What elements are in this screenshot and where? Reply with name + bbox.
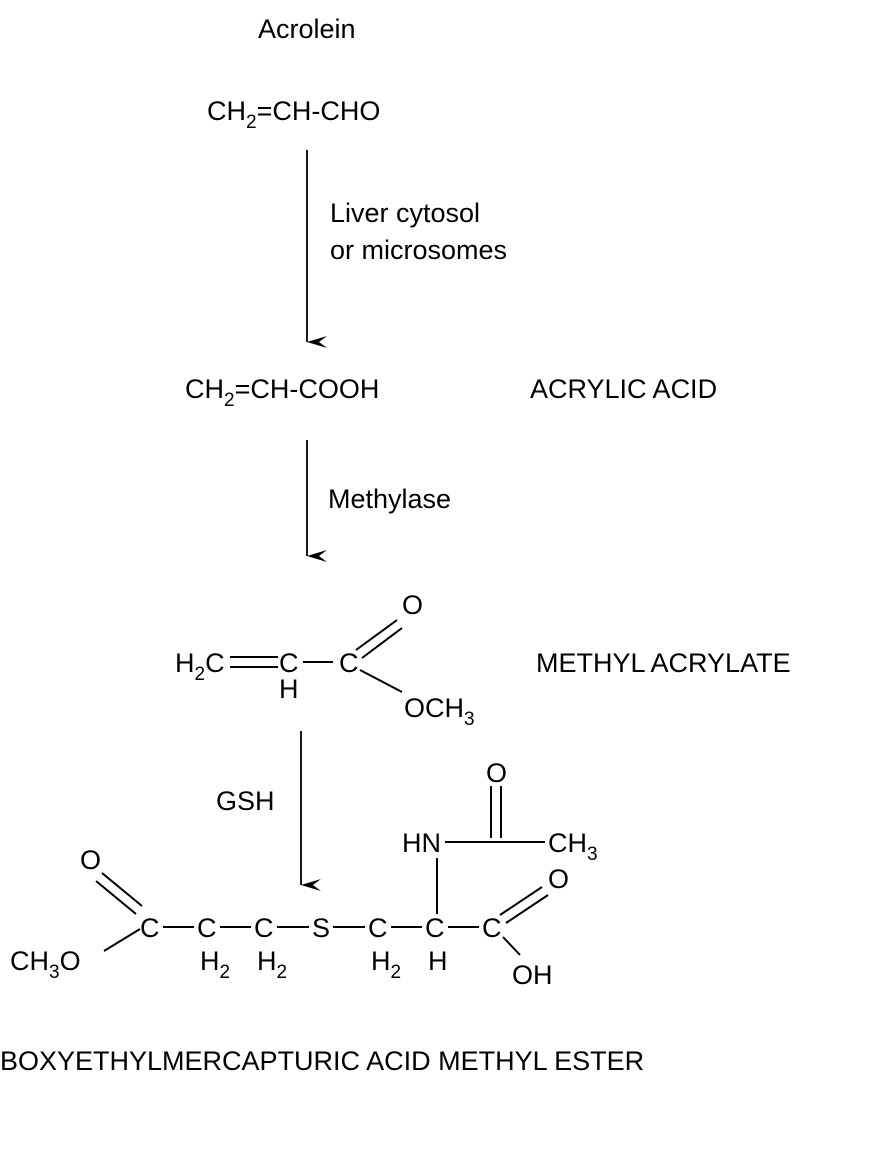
atom-ch3o: CH3O [10,946,81,983]
step-3-arrow: GSH [216,731,321,891]
acrylic-acid-compound: CH2=CH-COOH ACRYLIC ACID [185,374,717,411]
step-1-label-line1: Liver cytosol [330,198,480,228]
step-2-label: Methylase [328,484,451,514]
acrolein-compound: Acrolein CH2=CH-CHO [207,14,380,133]
ester-bond [359,669,403,693]
atom-c-b: C [254,913,274,943]
atom-och3: OCH3 [404,693,475,730]
acrylic-acid-name: ACRYLIC ACID [530,374,717,404]
atom-c-a: C [197,913,217,943]
atom-o: O [402,590,423,620]
atom-o-ester: O [80,845,101,875]
ester-carbonyl-b [95,880,137,915]
step-1-arrow: Liver cytosol or microsomes [306,150,507,348]
step-2-arrow: Methylase [306,440,451,562]
atom-ch3-acetyl: CH3 [548,828,598,865]
ester-carbonyl-a [101,872,143,907]
methyl-acrylate-compound: H2C C H C O OCH3 METHYL ACRYLATE [175,590,791,730]
atom-c-c: C [368,913,388,943]
product-compound: O CH3O C C H2 C H2 S C H2 C H C O OH HN [0,758,644,1076]
atom-h2c: H2C [175,648,225,685]
ester-o-bond [103,928,141,952]
atom-c1: C [279,648,299,678]
atom-o-acid: O [548,864,569,894]
step-1-label-line2: or microsomes [330,235,507,265]
methyl-acrylate-name: METHYL ACRYLATE [536,648,791,678]
product-name: BOXYETHYLMERCAPTURIC ACID METHYL ESTER [0,1046,644,1076]
atom-c-ester: C [140,913,160,943]
acrolein-name: Acrolein [258,14,356,44]
atom-c-d: C [425,913,445,943]
acid-oh-bond [502,936,521,956]
atom-s: S [312,913,330,943]
carbonyl-bond-b [361,627,403,659]
step-3-label: GSH [216,786,275,816]
atom-oh: OH [512,960,553,990]
atom-h-d: H [428,946,448,976]
atom-hn: HN [402,828,441,858]
atom-c2: C [339,648,359,678]
atom-h2-a: H2 [200,946,230,983]
acid-carbonyl-b [505,894,549,924]
acrolein-formula: CH2=CH-CHO [207,96,380,133]
acrylic-acid-formula: CH2=CH-COOH [185,374,379,411]
acid-carbonyl-a [499,886,543,916]
carbonyl-bond-a [355,619,398,651]
atom-h1: H [279,674,299,704]
atom-o-acetyl: O [486,758,507,788]
atom-h2-c: H2 [371,946,401,983]
atom-h2-b: H2 [257,946,287,983]
atom-c-acid: C [482,913,502,943]
